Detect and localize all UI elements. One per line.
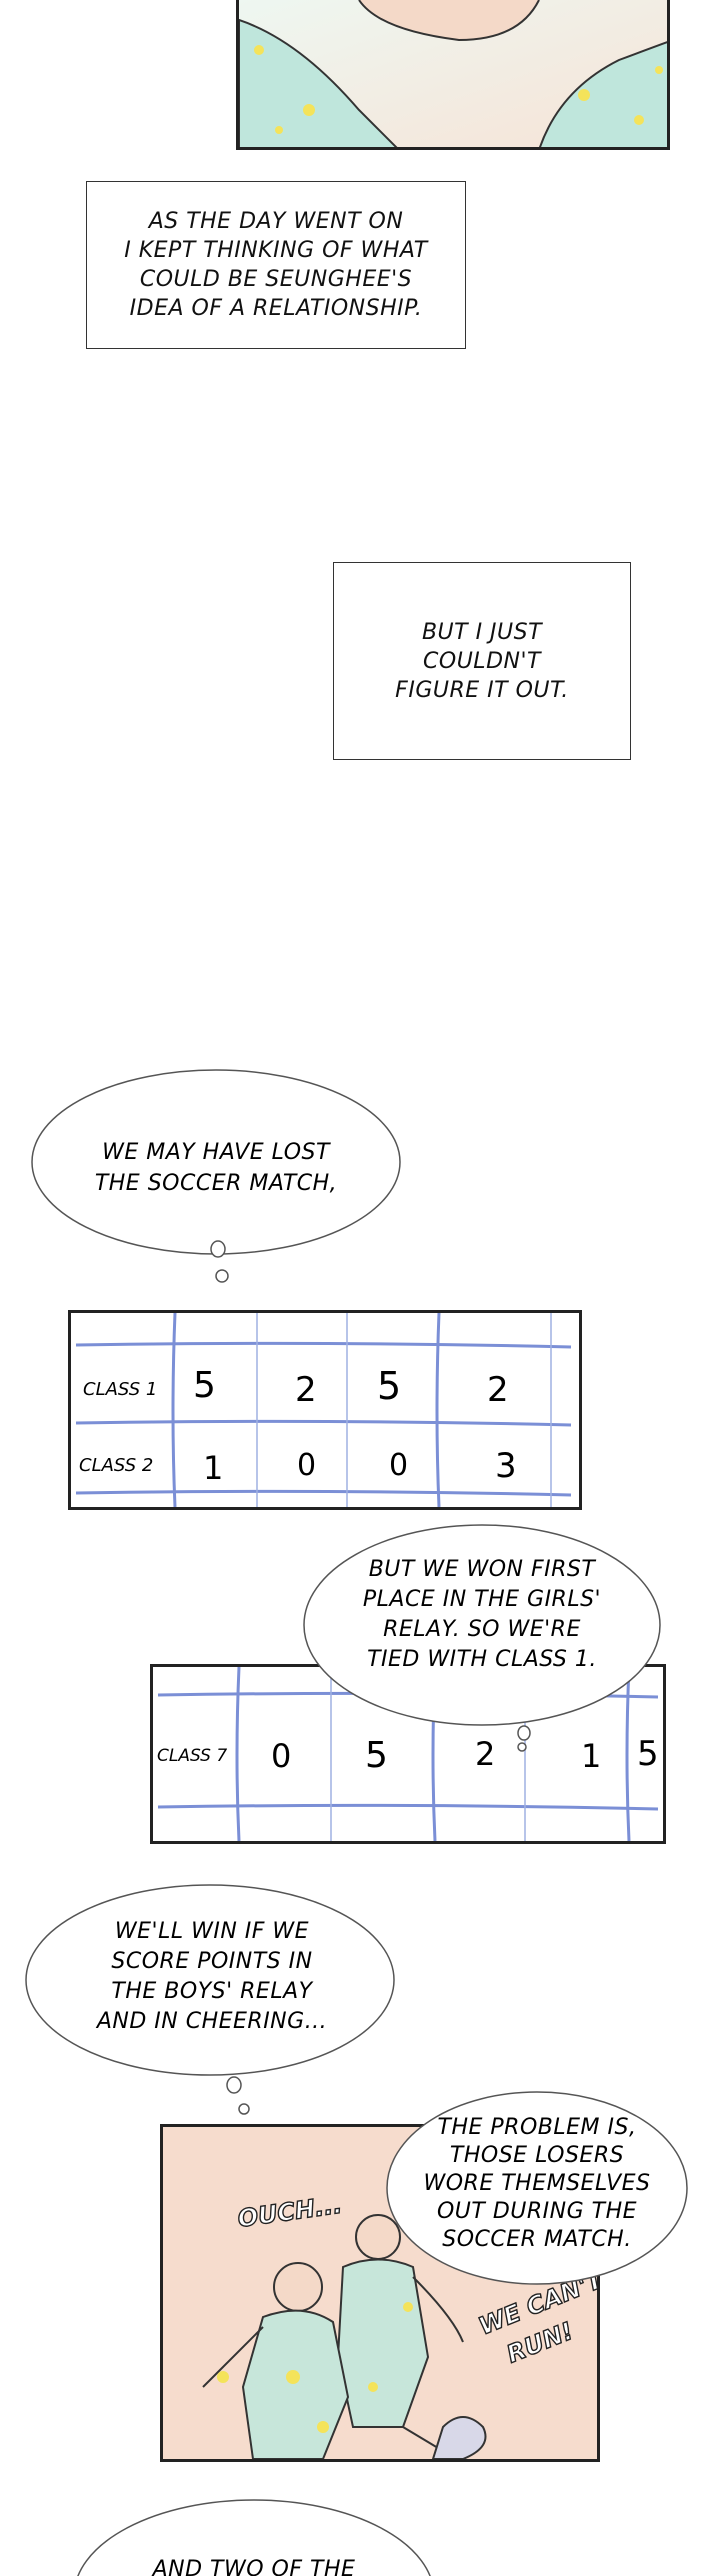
thought-bubble-1: WE MAY HAVE LOST THE SOCCER MATCH, — [31, 1069, 401, 1283]
scoreboard-2-row-1-label: CLASS 7 — [157, 1746, 227, 1766]
scoreboard-1-cell: 0 — [297, 1448, 316, 1483]
bubble-1-line-2: THE SOCCER MATCH, — [95, 1171, 337, 1196]
scoreboard-2-cell: 5 — [365, 1735, 388, 1776]
bubble-4-line-4: OUT DURING THE — [437, 2199, 637, 2224]
bubble-4-line-1: THE PROBLEM IS, — [438, 2115, 637, 2140]
scoreboard-1-cell: 0 — [389, 1448, 408, 1483]
thought-bubble-5: AND TWO OF THE — [77, 2499, 431, 2576]
bubble-3-line-3: THE BOYS' RELAY — [111, 1979, 313, 2004]
scoreboard-1-row-1-label: CLASS 1 — [83, 1379, 157, 1400]
bubble-4-line-3: WORE THEMSELVES — [423, 2171, 650, 2196]
scoreboard-1-row-2-label: CLASS 2 — [79, 1455, 153, 1476]
bubble-5-line-1: AND TWO OF THE — [151, 2557, 356, 2576]
scoreboard-1-cell: 2 — [487, 1370, 509, 1410]
scoreboard-1-grid: CLASS 1 CLASS 2 5 2 5 2 1 0 0 3 — [75, 1312, 572, 1508]
bubble-2-line-2: PLACE IN THE GIRLS' — [363, 1587, 601, 1612]
bubble-1-line-1: WE MAY HAVE LOST — [102, 1140, 331, 1165]
scoreboard-2-cell: 1 — [581, 1737, 601, 1775]
scoreboard-1-cell: 2 — [295, 1370, 317, 1410]
thought-bubble-3: WE'LL WIN IF WE SCORE POINTS IN THE BOYS… — [25, 1884, 395, 2115]
scoreboard-1-cell: 1 — [203, 1449, 223, 1487]
bottom-illustration-panel: OUCH... WE CAN'T RUN! — [160, 2124, 600, 2462]
narration-caption-1: AS THE DAY WENT ON I KEPT THINKING OF WH… — [86, 181, 466, 349]
scoreboard-1-cell: 3 — [495, 1446, 517, 1486]
bubble-3-line-1: WE'LL WIN IF WE — [115, 1919, 309, 1944]
scoreboard-2-cell: 5 — [637, 1734, 659, 1774]
top-panel-art — [239, 0, 667, 147]
bubble-2-line-3: RELAY. SO WE'RE — [383, 1617, 581, 1642]
bubble-2-line-1: BUT WE WON FIRST — [369, 1557, 597, 1582]
bubble-4-line-5: SOCCER MATCH. — [442, 2227, 631, 2252]
scoreboard-1-cell: 5 — [377, 1364, 401, 1408]
bubble-3-line-4: AND IN CHEERING... — [95, 2009, 327, 2034]
bubble-2-line-4: TIED WITH CLASS 1. — [367, 1647, 597, 1672]
student-figure-back — [336, 2214, 464, 2458]
top-illustration-panel — [236, 0, 670, 150]
narration-caption-2: BUT I JUST COULDN'T FIGURE IT OUT. — [333, 562, 631, 760]
scoreboard-2-cell: 2 — [475, 1735, 495, 1773]
bubble-3-line-2: SCORE POINTS IN — [111, 1949, 312, 1974]
scoreboard-1-cell: 5 — [193, 1365, 216, 1406]
bottom-panel-art: OUCH... WE CAN'T RUN! — [163, 2127, 597, 2459]
speech-bubble-4: THE PROBLEM IS, THOSE LOSERS WORE THEMSE… — [386, 2091, 688, 2285]
bubble-4-line-2: THOSE LOSERS — [450, 2143, 624, 2168]
scoreboard-2-cell: 0 — [271, 1737, 291, 1775]
thought-bubble-2: BUT WE WON FIRST PLACE IN THE GIRLS' REL… — [303, 1524, 661, 1752]
scoreboard-1: CLASS 1 CLASS 2 5 2 5 2 1 0 0 3 — [68, 1310, 582, 1510]
